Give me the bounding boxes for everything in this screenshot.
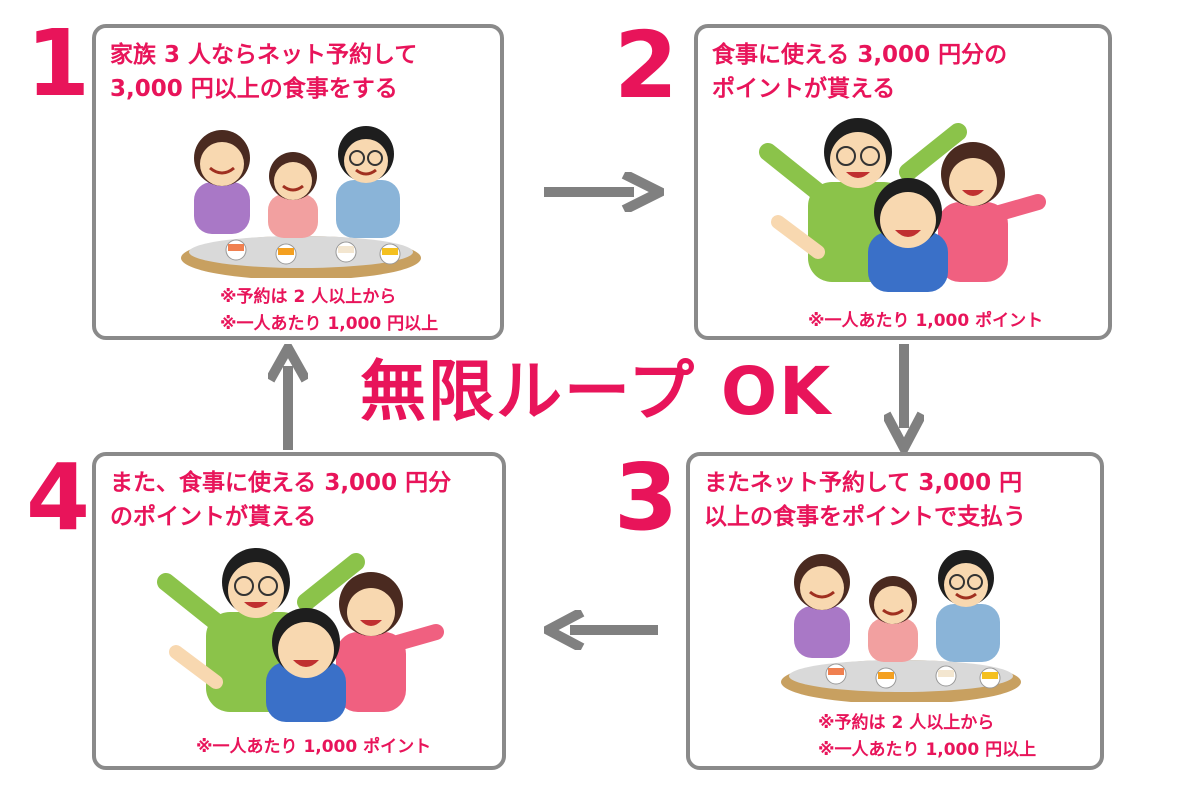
step-4-number: 4 [26, 444, 91, 551]
family-eating-sushi-illustration [781, 550, 1021, 702]
step-2-notes: ※一人あたり 1,000 ポイント [808, 308, 1043, 335]
step-1-box: 家族 3 人ならネット予約して 3,000 円以上の食事をする ※予約は 2 人… [92, 24, 504, 340]
step-4-title-line-1: また、食事に使える 3,000 円分 [110, 470, 452, 496]
step-2-number: 2 [614, 12, 679, 119]
step-4-note-line-1: ※一人あたり 1,000 ポイント [196, 737, 432, 757]
step-3-notes: ※予約は 2 人以上から ※一人あたり 1,000 円以上 [818, 710, 1036, 764]
family-cheering-illustration [157, 548, 444, 722]
step-4-box: また、食事に使える 3,000 円分 のポイントが貰える ※一人あたり 1,00… [92, 452, 506, 770]
arrow-left-icon [544, 610, 658, 650]
step-3-box: またネット予約して 3,000 円 以上の食事をポイントで支払う ※予約は 2 … [686, 452, 1104, 770]
arrow-down-icon [884, 344, 924, 452]
step-2-title-line-1: 食事に使える 3,000 円分の [712, 42, 1008, 68]
step-3-title: またネット予約して 3,000 円 以上の食事をポイントで支払う [704, 466, 1026, 534]
step-1-notes: ※予約は 2 人以上から ※一人あたり 1,000 円以上 [220, 284, 438, 338]
step-1-number: 1 [26, 10, 91, 117]
family-eating-sushi-illustration [181, 126, 421, 278]
step-2-note-line-1: ※一人あたり 1,000 ポイント [808, 311, 1044, 331]
step-1-title-line-1: 家族 3 人ならネット予約して [110, 42, 418, 68]
step-3-title-line-2: 以上の食事をポイントで支払う [704, 504, 1026, 530]
step-4-title: また、食事に使える 3,000 円分 のポイントが貰える [110, 466, 451, 534]
arrow-right-icon [544, 172, 664, 212]
step-2-box: 食事に使える 3,000 円分の ポイントが貰える ※一人あたり 1,000 ポ… [694, 24, 1112, 340]
infinite-loop-title: 無限ループ OK [360, 353, 833, 430]
arrow-up-icon [268, 344, 308, 450]
step-1-note-line-1: ※予約は 2 人以上から [220, 287, 397, 307]
step-3-note-line-1: ※予約は 2 人以上から [818, 713, 995, 733]
step-2-title-line-2: ポイントが貰える [712, 76, 896, 102]
step-4-notes: ※一人あたり 1,000 ポイント [196, 734, 431, 761]
family-cheering-illustration [759, 118, 1046, 292]
step-1-note-line-2: ※一人あたり 1,000 円以上 [220, 314, 439, 334]
step-1-title: 家族 3 人ならネット予約して 3,000 円以上の食事をする [110, 38, 417, 106]
step-1-title-line-2: 3,000 円以上の食事をする [110, 76, 398, 102]
step-3-number: 3 [614, 444, 679, 551]
step-3-note-line-2: ※一人あたり 1,000 円以上 [818, 740, 1037, 760]
step-3-title-line-1: またネット予約して 3,000 円 [704, 470, 1023, 496]
step-4-title-line-2: のポイントが貰える [110, 504, 317, 530]
step-2-title: 食事に使える 3,000 円分の ポイントが貰える [712, 38, 1007, 106]
